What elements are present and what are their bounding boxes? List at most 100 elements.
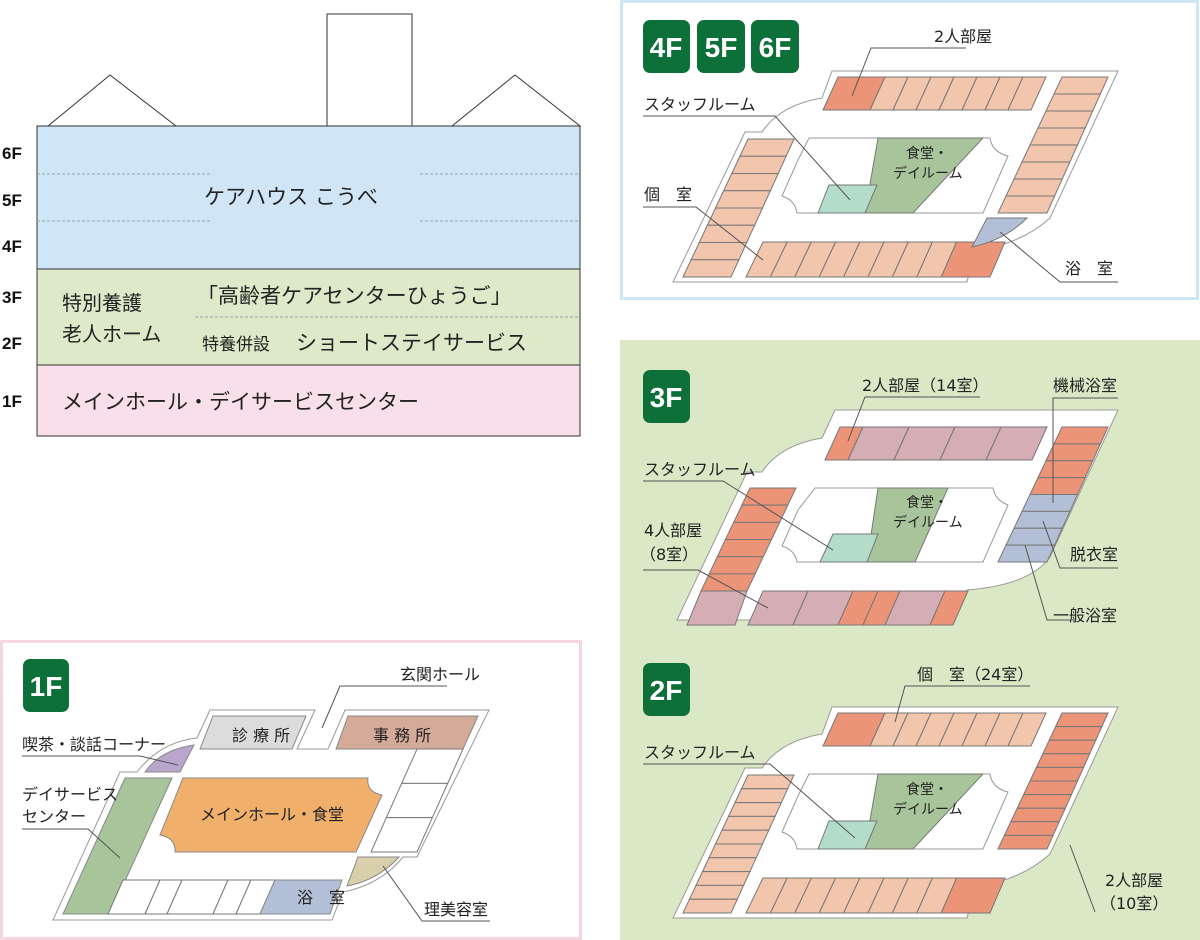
floor-label-2f: 2F (2, 334, 22, 353)
office-label: 事 務 所 (373, 726, 431, 745)
staff-room (817, 184, 878, 214)
short-stay-prefix: 特養併設 (202, 335, 270, 355)
double-room-label-1: 2人部屋 (1105, 871, 1163, 890)
room (682, 898, 739, 914)
staff-room-label: スタッフルーム (644, 95, 756, 114)
floor-label-1f: 1F (2, 392, 22, 411)
badge-1f: 1F (23, 659, 69, 712)
room (716, 539, 773, 558)
short-stay-name: ショートステイサービス (296, 331, 527, 355)
badge-6f: 6F (751, 20, 799, 73)
labels-3f: 食堂・ デイルーム 2人部屋（14室） 機械浴室 スタッフルーム 4人部屋 （8… (640, 376, 1118, 625)
room (740, 774, 795, 790)
room (724, 521, 781, 540)
dining-label-1: 食堂・ (906, 145, 948, 162)
quad-room-label-1: 4人部屋 (644, 521, 702, 540)
tokuyo-line1: 特別養護 (62, 291, 142, 315)
entrance-label: 玄関ホール (400, 665, 480, 684)
room (1053, 76, 1109, 95)
leader-line (321, 685, 447, 729)
room (940, 877, 1006, 914)
staff-room-label: スタッフルーム (644, 460, 756, 479)
leader-line (643, 569, 769, 609)
carehouse-name: ケアハウス こうべ (204, 185, 378, 209)
label-text: 6F (759, 32, 792, 63)
leader-line (643, 115, 851, 201)
leader-line (382, 865, 490, 922)
dining-label-2: デイルーム (893, 801, 963, 818)
leader-line (1024, 544, 1075, 621)
bath-label: 浴 室 (1065, 259, 1113, 278)
roof-right (450, 74, 582, 127)
tokuyo-block (36, 268, 581, 366)
first-floor-block (36, 364, 581, 437)
barber-label: 理美容室 (424, 900, 488, 919)
room (370, 817, 434, 853)
floor-plan-1f (52, 709, 490, 921)
room (714, 829, 770, 845)
room (1021, 144, 1079, 163)
clinic-room (199, 715, 307, 750)
double-room-label: 2人部屋（14室） (862, 376, 989, 395)
room (708, 843, 764, 859)
main-hall-label: メインホール・食堂 (200, 805, 344, 824)
leader-line (643, 206, 764, 261)
badge-2f: 2F (643, 663, 690, 716)
room (1037, 460, 1094, 479)
room (682, 259, 740, 278)
label-text: 4F (650, 32, 683, 63)
room (732, 504, 789, 523)
floor-label-6f: 6F (2, 144, 22, 163)
room (1035, 753, 1091, 768)
room (997, 834, 1054, 850)
building-elevation: 6F 5F 4F 3F 2F 1F ケアハウス こうべ 特別養護 老人ホーム 「… (2, 13, 582, 437)
double-room-label-2: （10室） (1100, 894, 1168, 913)
dining-label-2: デイルーム (893, 514, 963, 531)
room (1010, 807, 1067, 823)
leader-line (643, 763, 856, 839)
room (698, 224, 756, 243)
staff-room (819, 533, 879, 563)
room (1037, 110, 1094, 129)
room (1021, 494, 1079, 512)
main-hall (159, 777, 383, 853)
leader-line (1042, 520, 1118, 569)
changing-room-label: 脱衣室 (1070, 545, 1118, 564)
leader-line (22, 755, 179, 766)
room (739, 138, 795, 157)
day-service-label-1: デイサービス (22, 785, 118, 804)
room (1054, 712, 1109, 728)
leader-line (643, 480, 834, 551)
dining-label-2: デイルーム (893, 165, 963, 182)
labels-4-6f: 食堂・ デイルーム 2人部屋 スタッフルーム 個 室 浴 室 (643, 27, 1118, 283)
floor-plan-2f (672, 706, 1119, 919)
label-text: 1F (30, 671, 63, 702)
floor-label-3f: 3F (2, 288, 22, 307)
floor-dividers (37, 173, 580, 318)
quad-room-label-2: （8室） (640, 545, 698, 564)
room (695, 871, 751, 886)
clinic-label: 診 療 所 (232, 726, 290, 745)
roof-left (46, 74, 178, 127)
leader-line (894, 685, 1030, 723)
room (929, 590, 969, 626)
cafe-label: 喫茶・談話コーナー (22, 735, 166, 754)
tokuyo-line2: 老人ホーム (62, 322, 161, 346)
machine-bath-label: 機械浴室 (1053, 376, 1117, 395)
room (741, 487, 797, 506)
barber-room (346, 856, 401, 887)
badge-4f: 4F (643, 20, 690, 73)
leader-line (847, 396, 980, 442)
label-text: 5F (705, 32, 738, 63)
label-text: 3F (650, 382, 683, 413)
room (1045, 443, 1102, 462)
room (1005, 527, 1064, 546)
leader-line (1069, 844, 1096, 913)
leader-line (851, 47, 966, 97)
room (1013, 510, 1071, 529)
room (722, 173, 780, 192)
carehouse-block (36, 125, 581, 270)
cafe-corner (144, 744, 195, 773)
labels-1f: 診 療 所 事 務 所 メインホール・食堂 浴 室 玄関ホール 喫茶・談話コーナ… (22, 665, 490, 922)
label-text: 2F (650, 675, 683, 706)
